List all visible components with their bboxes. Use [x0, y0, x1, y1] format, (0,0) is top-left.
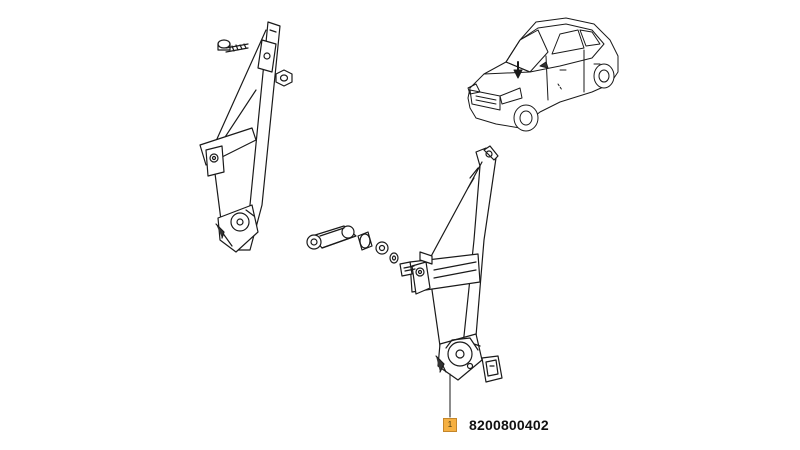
bolt — [217, 39, 249, 53]
callout-number-badge: 1 — [443, 418, 457, 432]
nut — [275, 69, 293, 87]
bushing — [375, 241, 389, 255]
washer — [389, 252, 399, 264]
window-crank-handle — [306, 225, 357, 250]
window-regulator-left — [199, 21, 281, 253]
part-number-label: 8200800402 — [469, 417, 549, 433]
clip — [481, 355, 503, 383]
car-illustration — [467, 17, 619, 132]
spacer — [357, 231, 373, 251]
part-callout[interactable]: 1 8200800402 — [443, 417, 549, 433]
window-regulator-main — [399, 145, 499, 381]
